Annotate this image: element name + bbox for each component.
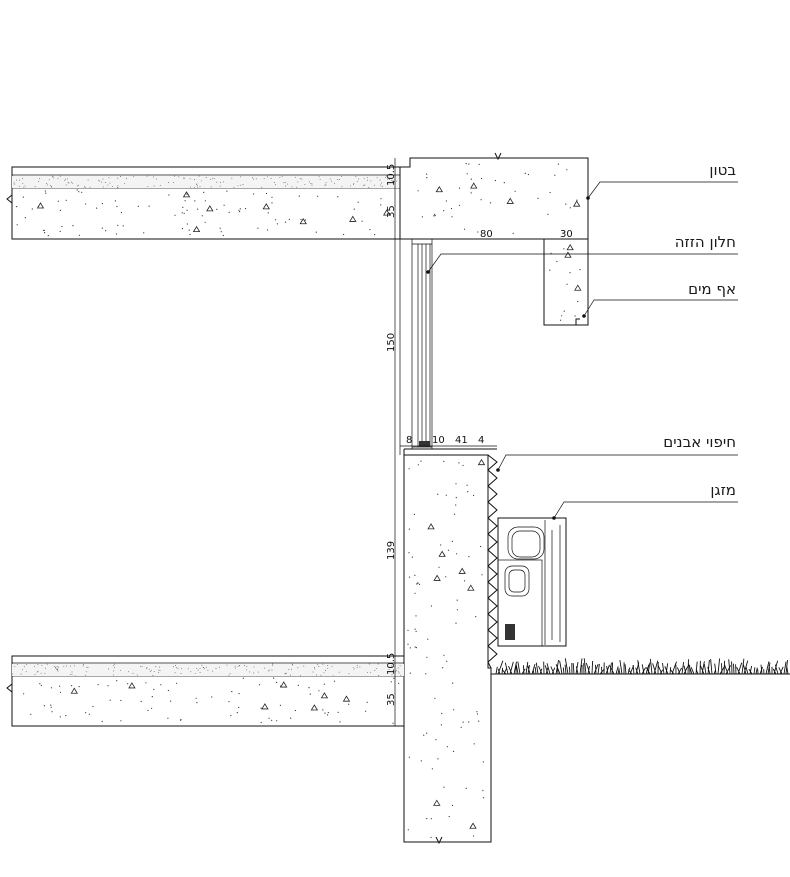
label-sliding-window: חלון הזזה: [674, 233, 736, 251]
dim-parapet-height: 139: [386, 541, 397, 560]
label-stone-cladding: חיפוי אבנים: [663, 433, 736, 451]
label-concrete: בטון: [709, 161, 736, 179]
dim-upper-slab: 35: [386, 205, 397, 218]
dim-lintel-depth: 80: [480, 229, 493, 240]
stone-cladding: [487, 454, 498, 669]
dimension-lines: [394, 158, 588, 726]
ground: [491, 658, 790, 675]
dim-window-height: 150: [386, 333, 397, 352]
dim-sill-41: 41: [455, 435, 468, 446]
upper-floor-slab: [6, 166, 401, 240]
dim-lower-finish: 10.5: [386, 653, 397, 675]
dim-sill-8: 8: [406, 435, 412, 446]
concrete-hatch: [12, 163, 582, 839]
label-drip-edge: אף מים: [688, 280, 736, 298]
dim-upper-finish: 10.5: [386, 164, 397, 186]
upper-beam: [399, 152, 589, 326]
dim-lower-slab: 35: [386, 693, 397, 706]
dim-lintel-drip: 30: [560, 229, 573, 240]
dim-sill-10: 10: [432, 435, 445, 446]
lower-floor-slab: [6, 655, 405, 727]
leader-lines: [426, 181, 738, 520]
lower-wall: [403, 448, 497, 845]
label-air-conditioner: מזגן: [710, 481, 736, 499]
air-conditioner-unit: [497, 517, 567, 647]
dim-sill-4: 4: [478, 435, 484, 446]
